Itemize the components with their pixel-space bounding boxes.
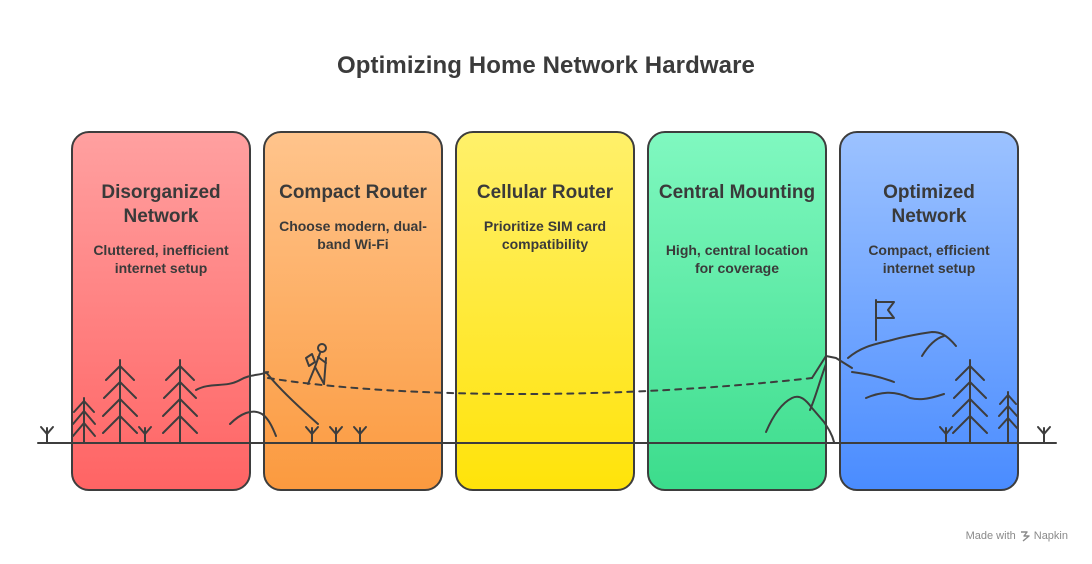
card-title: Compact Router: [279, 182, 427, 203]
stage-card-compact-router: Compact Router Choose modern, dual-band …: [263, 131, 443, 491]
made-with-napkin-watermark: Made with Napkin: [966, 530, 1068, 542]
card-title: Disorganized Network: [101, 182, 221, 227]
mountain-outline: [921, 335, 945, 357]
pine-tree-icon: [162, 359, 198, 444]
mountain-outline: [809, 363, 827, 411]
stage-card-disorganized-network: Disorganized Network Cluttered, ineffici…: [71, 131, 251, 491]
hill-outline: [265, 371, 319, 425]
grass-icon: [305, 426, 319, 444]
mountain-outline: [851, 371, 895, 383]
pine-tree-icon: [998, 391, 1018, 444]
card-title: Optimized Network: [883, 182, 975, 227]
mountain-outline: [765, 395, 835, 443]
grass-icon: [939, 426, 953, 444]
grass-icon: [40, 426, 54, 444]
pine-tree-icon: [72, 397, 96, 444]
grass-icon: [353, 426, 367, 444]
card-description: Compact, efficient internet setup: [868, 242, 990, 276]
pine-tree-icon: [952, 359, 988, 444]
card-title: Cellular Router: [476, 182, 614, 203]
pine-tree-icon: [102, 359, 138, 444]
hiker-icon: [305, 343, 327, 385]
trail-path: [267, 377, 813, 395]
stage-card-optimized-network: Optimized Network Compact, efficient int…: [839, 131, 1019, 491]
mountain-outline: [847, 331, 957, 359]
mountain-outline: [811, 355, 853, 379]
grass-icon: [138, 426, 152, 444]
napkin-icon: [1020, 531, 1030, 542]
stage-card-central-mounting: Central Mounting High, central location …: [647, 131, 827, 491]
flag-icon: [875, 299, 895, 341]
made-with-label: Made with: [965, 530, 1016, 542]
grass-icon: [329, 426, 343, 444]
card-description: Choose modern, dual-band Wi-Fi: [279, 218, 427, 252]
hill-outline: [195, 371, 269, 391]
page-title: Optimizing Home Network Hardware: [337, 52, 755, 79]
grass-icon: [1037, 426, 1051, 444]
mountain-outline: [865, 391, 945, 401]
stage-card-cellular-router: Cellular Router Prioritize SIM card comp…: [455, 131, 635, 491]
card-title: Central Mounting: [658, 182, 816, 203]
card-description: Cluttered, inefficient internet setup: [93, 242, 229, 276]
brand-label: Napkin: [1033, 530, 1068, 542]
card-description: Prioritize SIM card compatibility: [483, 218, 607, 252]
card-description: High, central location for coverage: [665, 242, 809, 276]
hill-outline: [229, 410, 277, 437]
